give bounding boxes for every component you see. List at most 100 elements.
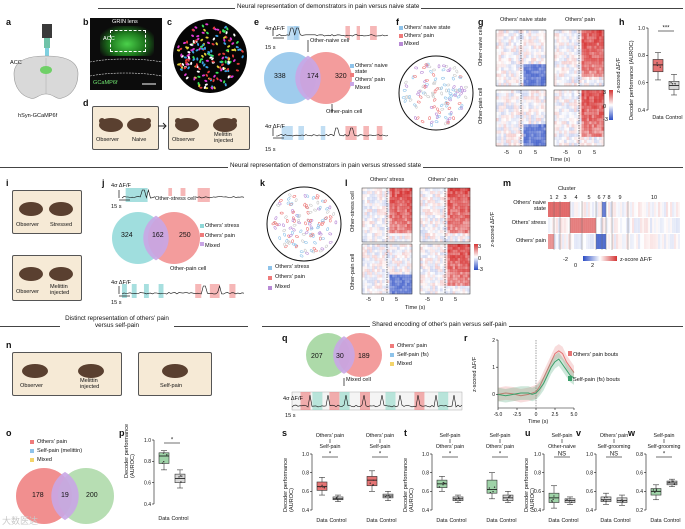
- heatmap-cell: [389, 188, 393, 192]
- heatmap-cell: [440, 291, 443, 295]
- heatmap-cell: [626, 218, 629, 233]
- heatmap-title-left: Others' stress: [370, 177, 405, 183]
- heatmap-cell: [589, 114, 592, 119]
- heatmap-cell: [539, 112, 542, 115]
- heatmap-cell: [523, 133, 527, 137]
- heatmap-cell: [576, 48, 580, 52]
- heatmap-cell: [387, 266, 390, 270]
- heatmap-cell: [596, 70, 600, 74]
- heatmap-cell: [564, 54, 567, 59]
- heatmap-cell: [601, 118, 605, 122]
- heatmap-cell: [586, 61, 590, 65]
- heatmap-cell: [427, 244, 431, 247]
- colorbar: [474, 244, 478, 270]
- heatmap-cell: [499, 46, 502, 49]
- x-tick-label: -5.0: [494, 412, 503, 418]
- heatmap-cell: [601, 114, 605, 119]
- heatmap-cell: [404, 197, 408, 201]
- heatmap-cell: [399, 233, 403, 237]
- heatmap-cell: [648, 234, 651, 249]
- heatmap-cell: [601, 33, 605, 37]
- heatmap-cell: [437, 266, 441, 270]
- heatmap-cell: [556, 36, 560, 40]
- heatmap-cell: [556, 33, 560, 37]
- heatmap-cell: [526, 54, 529, 59]
- heatmap-cell: [445, 221, 448, 225]
- heatmap-cell: [591, 39, 595, 43]
- cell: [291, 239, 294, 244]
- heatmap-cell: [372, 252, 375, 256]
- heatmap-cell: [596, 121, 600, 125]
- heatmap-cell: [556, 70, 560, 74]
- heatmap-cell: [435, 249, 438, 253]
- heatmap-cell: [521, 93, 524, 97]
- heatmap-cell: [582, 80, 585, 83]
- cluster-number: 8: [607, 195, 610, 201]
- heatmap-cell: [518, 139, 522, 144]
- heatmap-cell: [589, 33, 592, 37]
- heatmap-cell: [364, 249, 368, 253]
- heatmap-cell: [432, 239, 436, 243]
- heatmap-cell: [586, 124, 590, 128]
- heatmap-cell: [435, 257, 438, 261]
- heatmap-cell: [423, 258, 426, 261]
- legend-selfpain: Self-pain (fs): [397, 352, 429, 358]
- heatmap-cell: [506, 99, 509, 103]
- heatmap-cell: [538, 93, 542, 97]
- heatmap-cell: [409, 249, 413, 253]
- heatmap-cell: [561, 139, 565, 144]
- heatmap-cell: [394, 269, 398, 272]
- heatmap-cell: [574, 30, 577, 34]
- heatmap-cell: [501, 124, 504, 128]
- heatmap-cell: [496, 121, 499, 125]
- heatmap-cell: [496, 105, 499, 109]
- heatmap-cell: [526, 33, 529, 37]
- heatmap-cell: [571, 73, 575, 77]
- cell: [215, 71, 219, 74]
- heatmap-cell: [536, 79, 539, 84]
- cell: [279, 199, 283, 203]
- heatmap-cell: [447, 233, 451, 237]
- heatmap-cell: [425, 260, 428, 264]
- heatmap-cell: [526, 124, 529, 128]
- cell: [458, 76, 462, 79]
- cell: [207, 70, 210, 74]
- heatmap-cell: [574, 64, 577, 68]
- legend-swatch: [568, 376, 572, 381]
- heatmap-cell: [455, 252, 458, 256]
- heatmap-cell: [596, 218, 598, 233]
- x-tick-label: -2.5: [513, 412, 522, 418]
- heatmap-cell: [377, 203, 380, 207]
- heatmap-cell: [407, 288, 410, 292]
- observer-label: Observer: [96, 137, 120, 143]
- cell: [455, 69, 459, 74]
- heatmap-cell: [516, 111, 519, 116]
- heatmap-cell: [382, 224, 385, 228]
- heatmap-cell: [566, 90, 570, 94]
- cell: [223, 30, 226, 33]
- heatmap-cell: [409, 246, 413, 250]
- data-point: [671, 83, 674, 85]
- heatmap-cell: [584, 93, 587, 97]
- heatmap-cell: [467, 209, 471, 213]
- heatmap-cell: [384, 288, 388, 292]
- heatmap-cell: [531, 142, 534, 147]
- heatmap-cell: [526, 114, 529, 119]
- heatmap-cell: [584, 136, 587, 140]
- heatmap-cell: [404, 218, 408, 222]
- heatmap-cell: [576, 64, 580, 68]
- heatmap-cell: [594, 93, 597, 97]
- heatmap-cell: [571, 102, 575, 106]
- heatmap-cell: [402, 244, 405, 247]
- heatmap-cell: [460, 230, 463, 234]
- heatmap-cell: [404, 230, 408, 234]
- heatmap-cell: [513, 130, 517, 134]
- heatmap-cell: [409, 277, 413, 281]
- heatmap-cell: [404, 215, 408, 219]
- heatmap-cell: [571, 82, 575, 87]
- heatmap-cell: [460, 227, 463, 231]
- heatmap-cell: [618, 234, 621, 249]
- heatmap-cell: [387, 280, 390, 284]
- heatmap-cell: [404, 188, 408, 192]
- heatmap-cell: [387, 285, 390, 289]
